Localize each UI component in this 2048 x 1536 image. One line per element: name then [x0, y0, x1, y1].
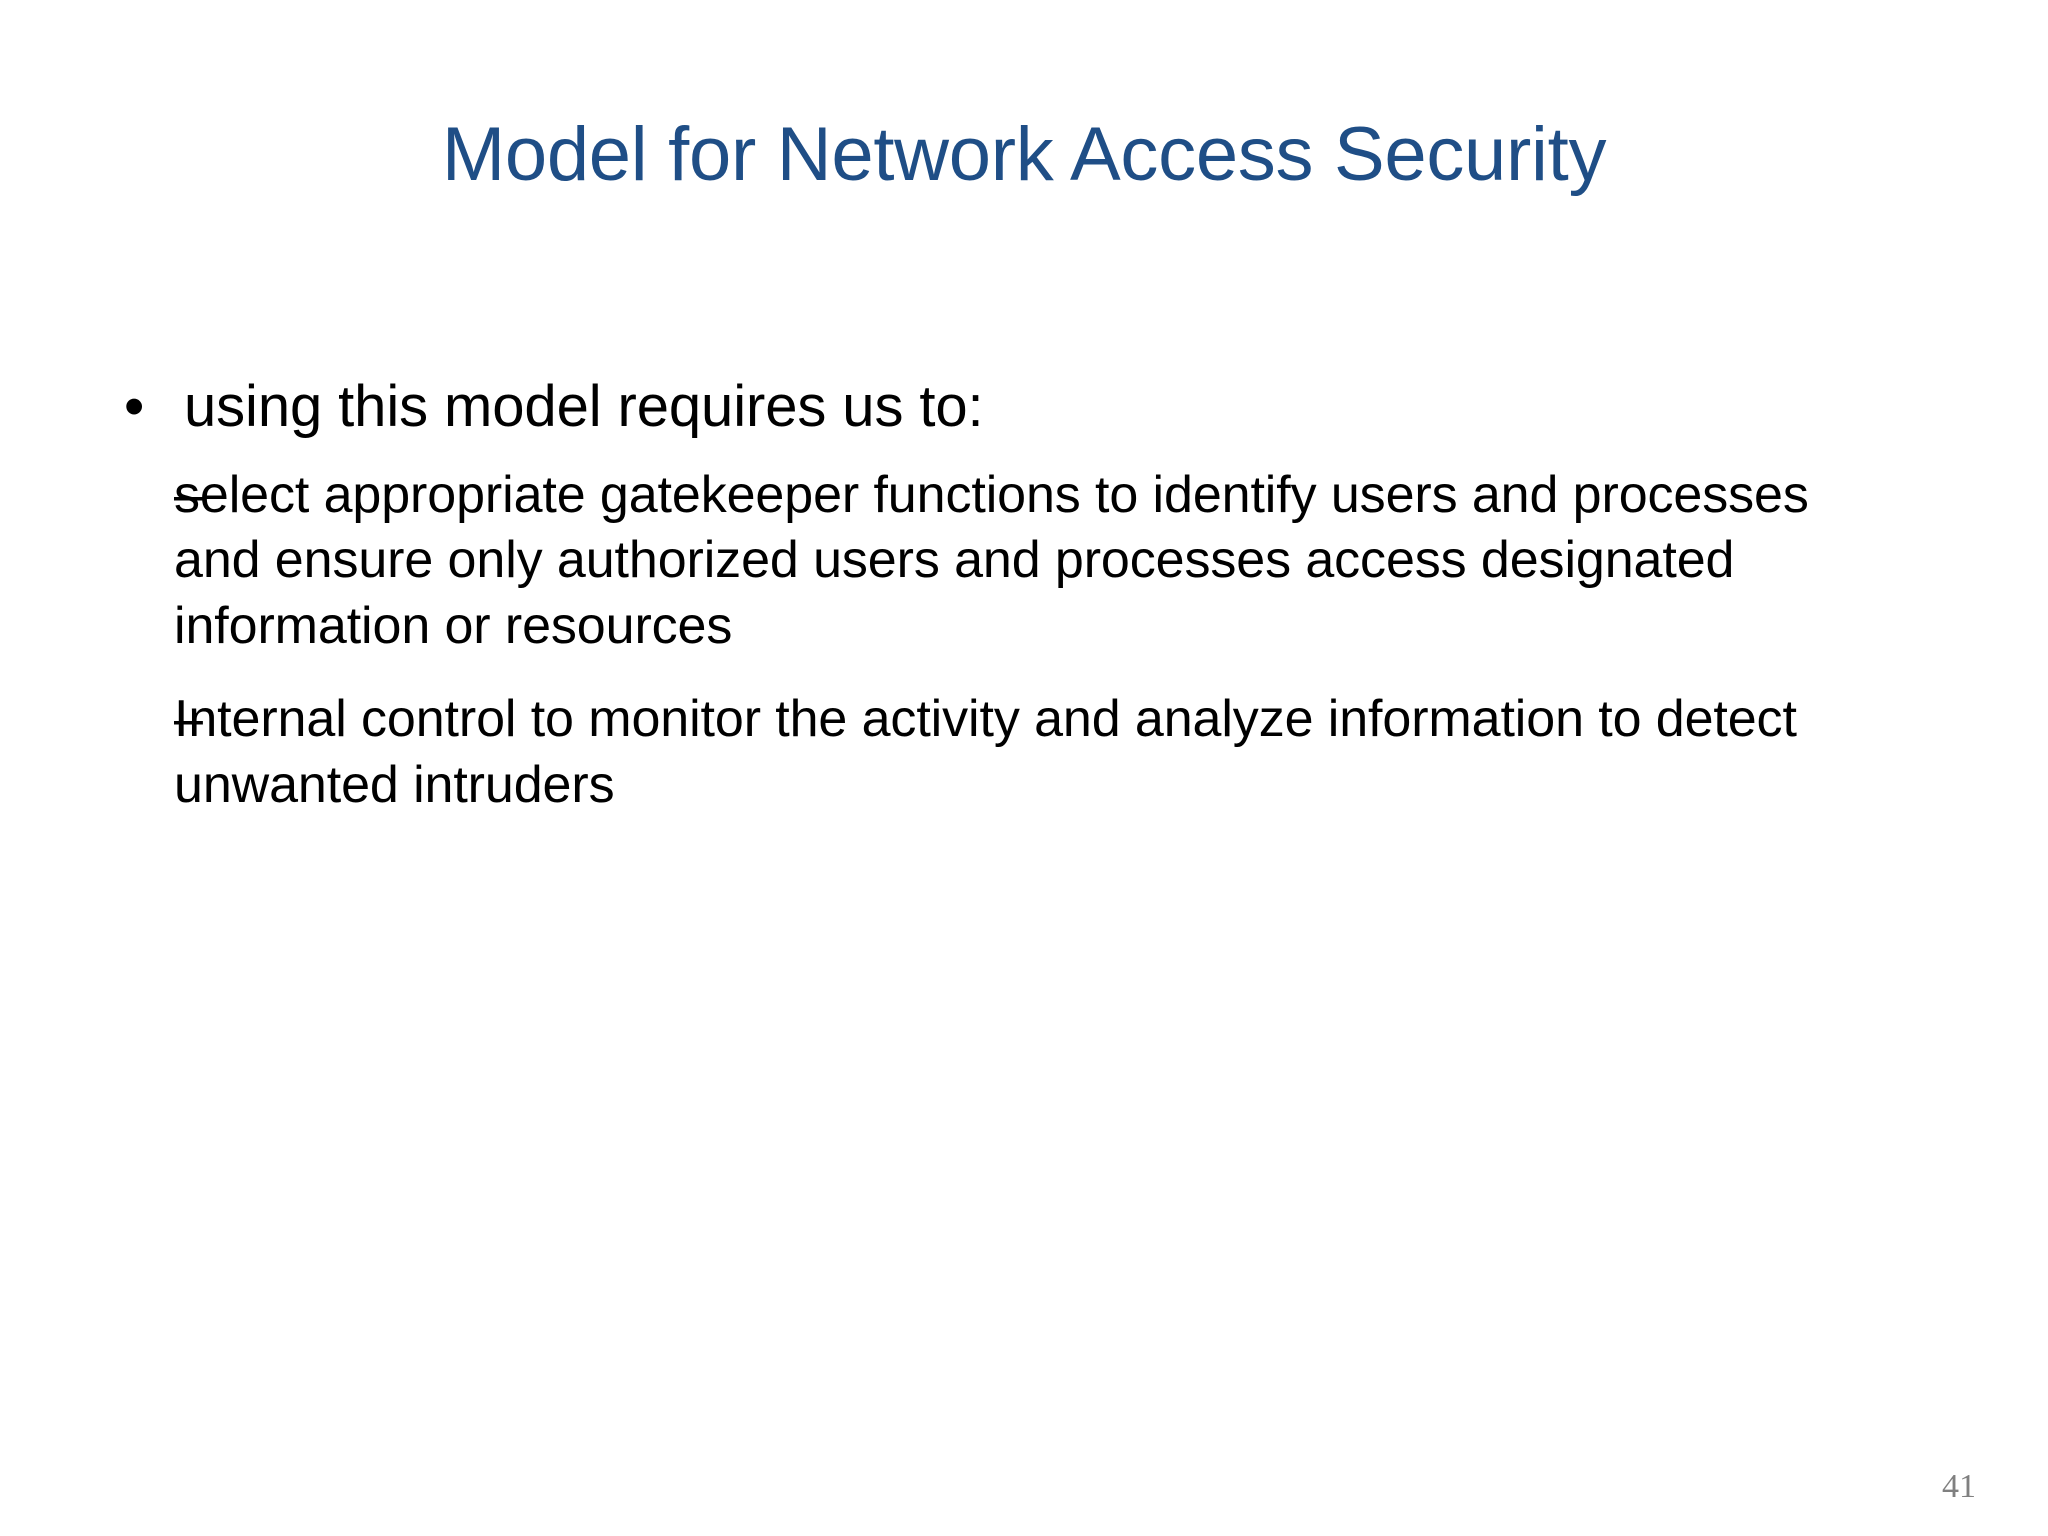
bullet-level1: • using this model requires us to: [112, 372, 1962, 443]
page-number: 41 [1942, 1468, 1976, 1505]
bullet-level2: – select appropriate gatekeeper function… [112, 463, 1962, 660]
bullet-level2-label: select appropriate gatekeeper functions … [174, 465, 1809, 655]
sub-bullet-list: – select appropriate gatekeeper function… [112, 463, 1962, 819]
slide-body: • using this model requires us to: – sel… [112, 372, 1962, 818]
title-block: Model for Network Access Security [150, 112, 1898, 197]
dash-marker-icon: – [174, 465, 203, 524]
bullet-level2-label: Internal control to monitor the activity… [174, 690, 1797, 814]
bullet-level1-label: using this model requires us to: [184, 374, 984, 439]
bullet-level2: – Internal control to monitor the activi… [112, 687, 1962, 818]
bullet-marker-icon: • [124, 374, 145, 439]
page-title: Model for Network Access Security [441, 112, 1607, 197]
dash-marker-icon: – [174, 690, 203, 749]
